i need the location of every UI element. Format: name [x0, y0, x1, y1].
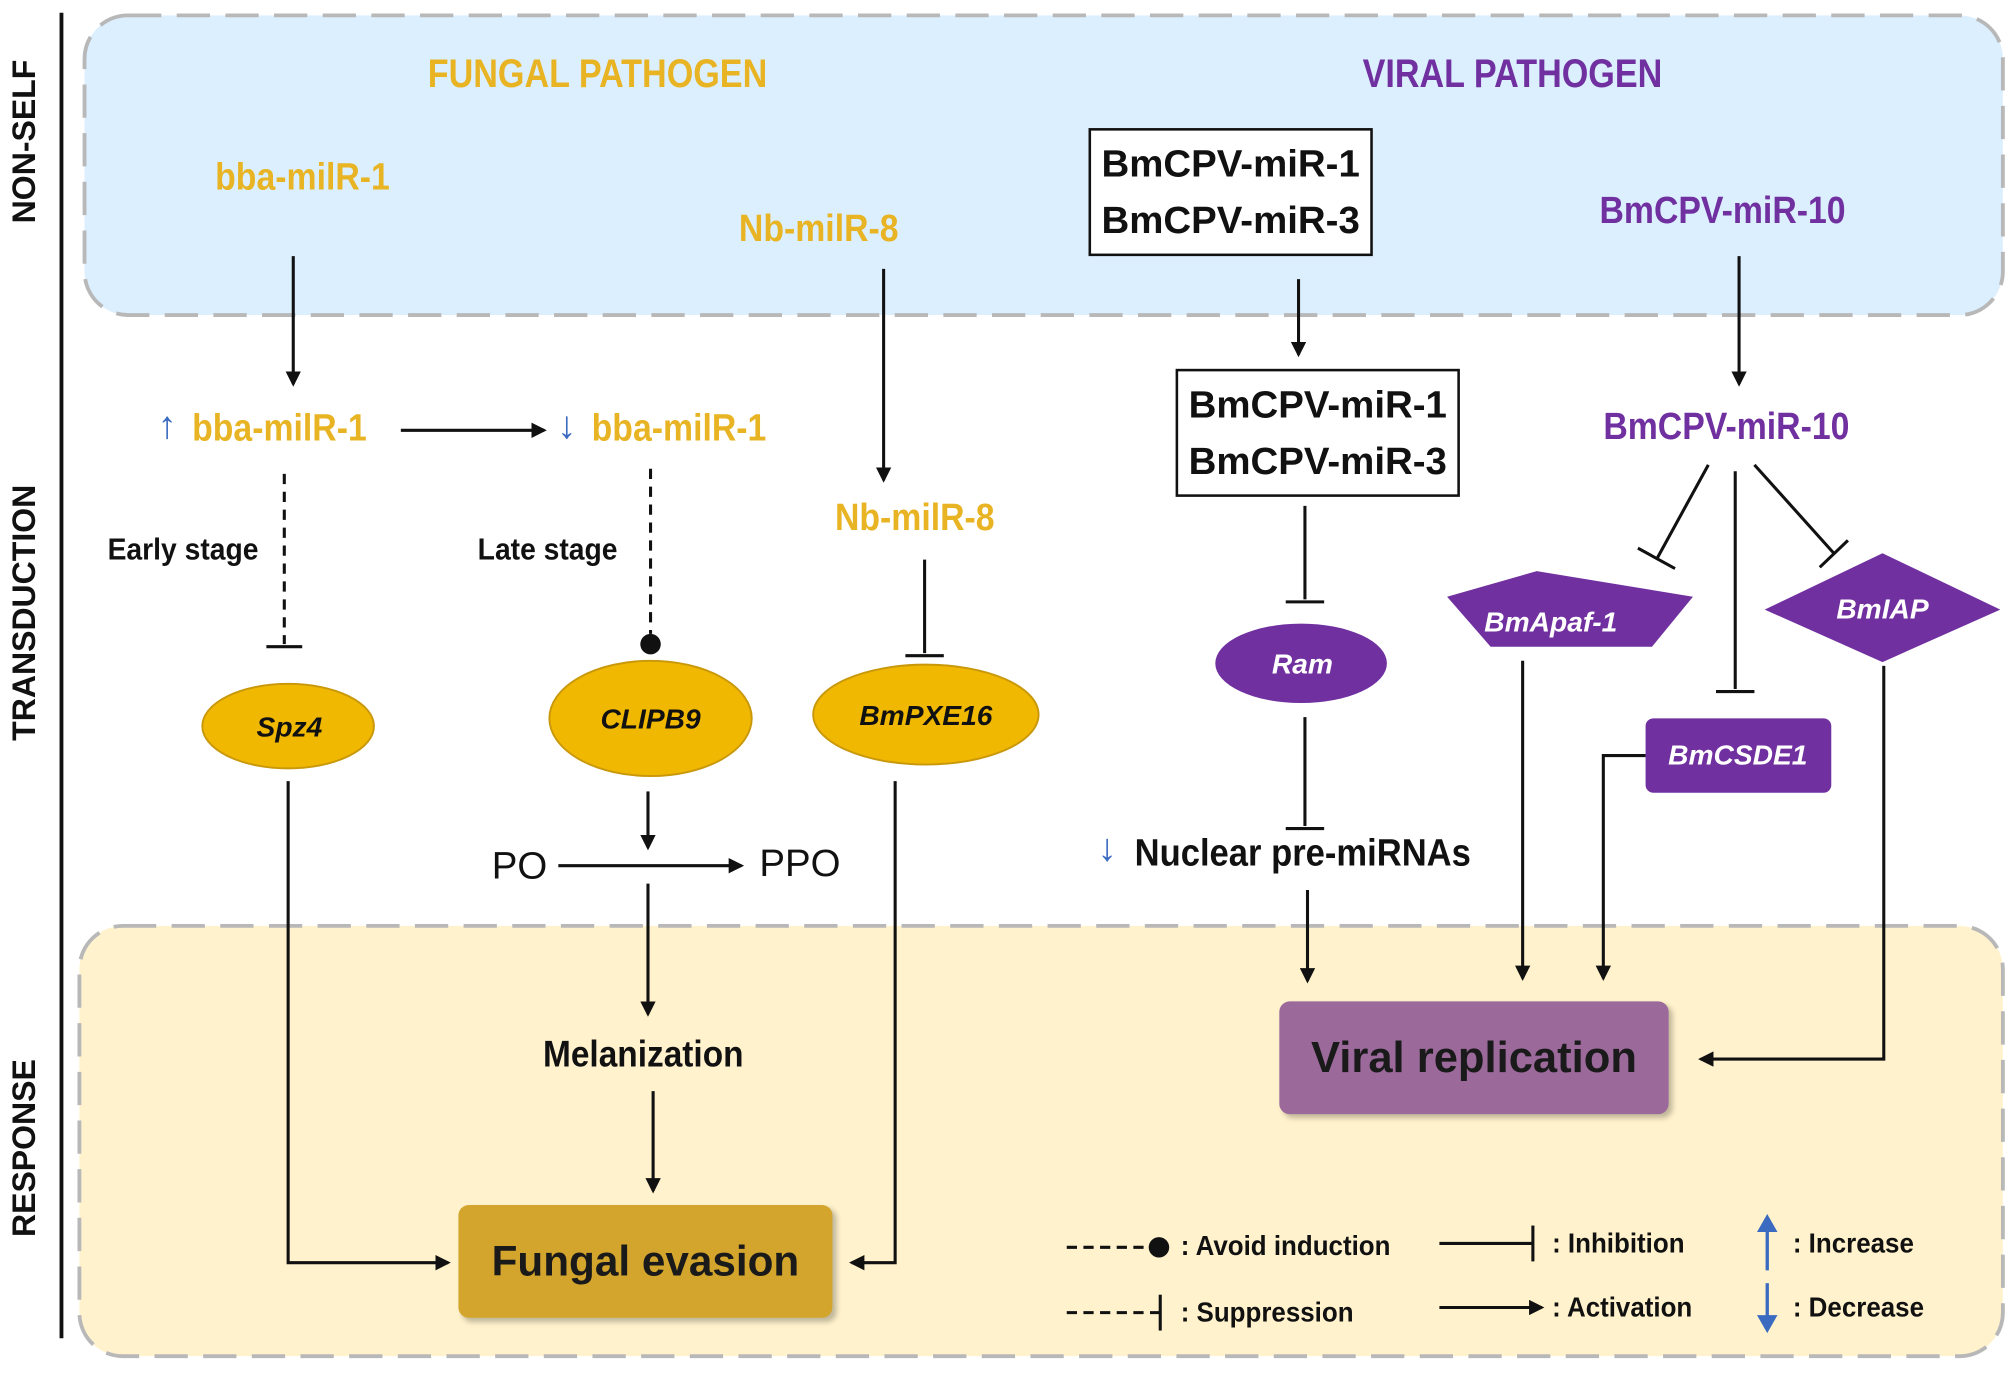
legend-inhibition: : Inhibition [1552, 1226, 1685, 1259]
bmcsde1-label: BmCSDE1 [1668, 738, 1808, 771]
section-label-response: RESPONSE [7, 1059, 43, 1238]
viral-replication-label: Viral replication [1311, 1032, 1637, 1082]
section-label-transduction: TRANSDUCTION [7, 484, 43, 741]
bba-milr1-top: bba-milR-1 [215, 156, 390, 199]
bmapaf1-label: BmApaf-1 [1484, 605, 1618, 638]
bmcpv-mir10-top: BmCPV-miR-10 [1599, 189, 1846, 232]
spz4-node [201, 682, 375, 770]
legend-activation: : Activation [1552, 1290, 1693, 1323]
bmapaf1-node [1447, 571, 1693, 647]
bmpxe16-node [812, 663, 1040, 766]
box-mid-line-1: BmCPV-miR-1 [1188, 384, 1447, 427]
bba-milr1-up: bba-milR-1 [192, 407, 367, 450]
legend-suppression: : Suppression [1180, 1295, 1354, 1328]
response-panel [77, 923, 2005, 1359]
late-stage-label: Late stage [477, 532, 618, 568]
box-top-line-1: BmCPV-miR-1 [1101, 143, 1360, 186]
down-arrow-icon: ↓ [557, 404, 577, 447]
non-self-panel [82, 13, 2005, 317]
ram-node [1215, 623, 1387, 704]
up-arrow-icon: ↑ [157, 404, 177, 447]
po-label: PO [491, 845, 548, 888]
ram-label: Ram [1271, 647, 1333, 681]
nb-milr8-mid: Nb-milR-8 [834, 496, 995, 540]
fungal-pathogen-header: FUNGAL PATHOGEN [427, 51, 768, 97]
melanization-label: Melanization [542, 1034, 744, 1076]
ppo-label: PPO [759, 842, 841, 885]
box-top-line-2: BmCPV-miR-3 [1101, 199, 1360, 242]
nuclear-down-arrow-icon: ↓ [1097, 827, 1117, 870]
fungal-evasion-label: Fungal evasion [491, 1237, 800, 1285]
nuclear-pre-mirnas-label: Nuclear pre-miRNAs [1134, 832, 1471, 875]
section-label-non-self: NON-SELF [7, 59, 43, 224]
fungal-evasion-box: Fungal evasion [458, 1205, 833, 1318]
viral-mir-box-mid: BmCPV-miR-1 BmCPV-miR-3 [1175, 368, 1460, 497]
viral-pathogen-header: VIRAL PATHOGEN [1362, 51, 1663, 97]
bmcsde1-node [1645, 718, 1832, 793]
box-mid-line-2: BmCPV-miR-3 [1188, 439, 1447, 483]
legend-avoid-induction: : Avoid induction [1180, 1229, 1391, 1262]
spz4-label: Spz4 [256, 710, 323, 743]
viral-mir-box-top: BmCPV-miR-1 BmCPV-miR-3 [1088, 128, 1373, 257]
bmcpv-mir10-mid: BmCPV-miR-10 [1603, 405, 1850, 449]
clipb9-label: CLIPB9 [600, 703, 701, 736]
viral-replication-box: Viral replication [1279, 1001, 1669, 1115]
early-stage-label: Early stage [107, 532, 259, 568]
legend-decrease: : Decrease [1792, 1290, 1924, 1323]
bmiap-label: BmIAP [1836, 592, 1929, 625]
bmiap-node [1764, 553, 2001, 663]
bmpxe16-label: BmPXE16 [859, 699, 993, 732]
bba-milr1-down: bba-milR-1 [591, 407, 767, 450]
clipb9-node [548, 659, 753, 778]
legend-increase: : Increase [1792, 1226, 1914, 1259]
nb-milr8-top: Nb-milR-8 [738, 207, 899, 250]
